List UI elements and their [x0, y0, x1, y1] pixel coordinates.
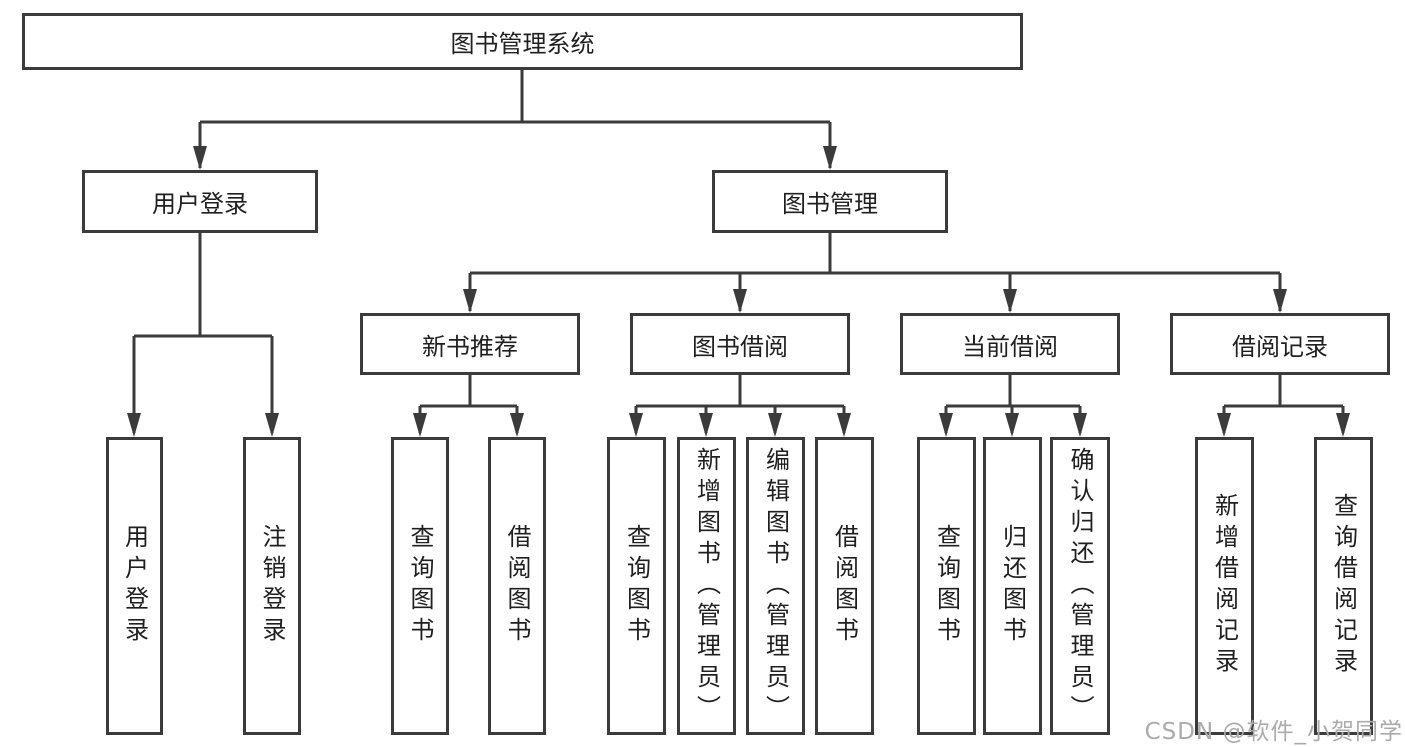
arrow-down-icon [193, 146, 207, 170]
arrow-down-icon [1336, 413, 1350, 437]
node-book-management: 图书管理 [712, 170, 948, 233]
node-library-management-system: 图书管理系统 [22, 13, 1023, 70]
leaf-logout-login: 注销登录 [243, 437, 301, 735]
node-borrowing-records: 借阅记录 [1170, 313, 1390, 375]
leaf-edit-books-admin: 编辑图书（管理员） [746, 437, 805, 735]
arrow-down-icon [1073, 413, 1087, 437]
leaf-add-books-admin: 新增图书（管理员） [677, 437, 736, 735]
vertical-label: 借阅图书 [830, 524, 859, 648]
node-new-book-recommend: 新书推荐 [360, 313, 580, 375]
arrow-down-icon [733, 289, 747, 313]
vertical-label: 查询图书 [932, 524, 961, 648]
wire-borrow-record-children [1217, 375, 1350, 437]
watermark-text: CSDN @软件_小贺同学 [1144, 719, 1403, 745]
arrow-down-icon [629, 413, 643, 437]
vertical-label: 借阅图书 [503, 524, 531, 648]
vertical-label: 编辑图书（管理员） [761, 446, 790, 726]
vertical-label: 新增借阅记录 [1210, 493, 1239, 679]
node-current-borrowing: 当前借阅 [900, 313, 1120, 375]
leaf-query-books-current: 查询图书 [917, 437, 976, 735]
vertical-label: 注销登录 [258, 524, 286, 648]
leaf-borrow-books-borrow: 借阅图书 [815, 437, 874, 735]
vertical-label: 确认归还（管理员） [1066, 446, 1094, 726]
arrow-down-icon [939, 413, 953, 437]
leaf-query-books-newbook: 查询图书 [391, 437, 449, 735]
arrow-down-icon [699, 413, 713, 437]
arrow-down-icon [1217, 413, 1231, 437]
arrow-down-icon [413, 413, 427, 437]
wire-book-management-children [463, 233, 1287, 313]
leaf-query-borrow-record: 查询借阅记录 [1314, 437, 1373, 735]
vertical-label: 归还图书 [998, 524, 1027, 648]
arrow-down-icon [127, 413, 141, 437]
leaf-return-books: 归还图书 [983, 437, 1042, 735]
arrow-down-icon [1003, 289, 1017, 313]
vertical-label: 查询图书 [406, 524, 434, 648]
vertical-label: 新增图书（管理员） [692, 446, 721, 726]
arrow-down-icon [1005, 413, 1019, 437]
wire-book-borrow-children [629, 375, 851, 437]
node-user-login: 用户登录 [82, 170, 318, 233]
leaf-confirm-return-admin: 确认归还（管理员） [1050, 437, 1110, 735]
arrow-down-icon [768, 413, 782, 437]
wire-current-borrow-children [939, 375, 1087, 437]
arrow-down-icon [837, 413, 851, 437]
vertical-label: 查询图书 [622, 524, 651, 648]
leaf-user-login: 用户登录 [106, 437, 163, 735]
arrow-down-icon [1273, 289, 1287, 313]
wire-root-to-level2 [193, 70, 837, 170]
leaf-borrow-books-newbook: 借阅图书 [488, 437, 546, 735]
node-book-borrowing: 图书借阅 [630, 313, 850, 375]
wire-new-book-children [413, 375, 524, 437]
arrow-down-icon [265, 413, 279, 437]
vertical-label: 查询借阅记录 [1329, 493, 1358, 679]
vertical-label: 用户登录 [120, 524, 149, 648]
arrow-down-icon [823, 146, 837, 170]
leaf-query-books-borrow: 查询图书 [607, 437, 666, 735]
arrow-down-icon [463, 289, 477, 313]
wire-user-login-children [127, 233, 279, 437]
leaf-add-borrow-record: 新增借阅记录 [1195, 437, 1254, 735]
arrow-down-icon [510, 413, 524, 437]
